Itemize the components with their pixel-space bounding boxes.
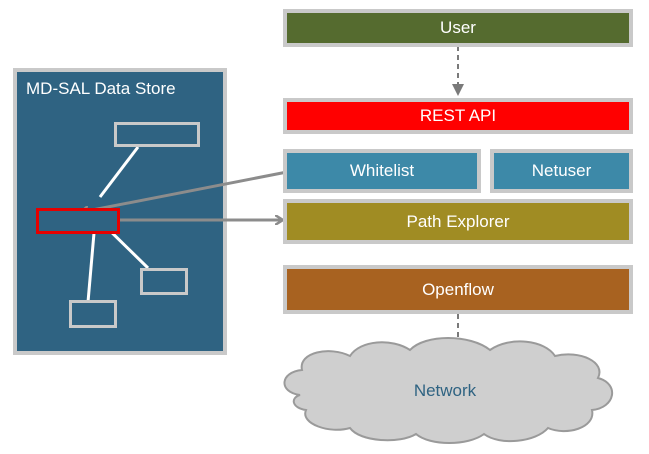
network-cloud [283, 337, 614, 444]
datastore-node-top [114, 122, 200, 147]
openflow-layer: Openflow [283, 265, 633, 314]
datastore-node-selected [36, 208, 120, 234]
user-layer-label: User [440, 18, 476, 37]
tree-edge-bottom [86, 232, 96, 303]
rest-api-layer: REST API [283, 98, 633, 134]
user-layer: User [283, 9, 633, 47]
datastore-node-bottom [69, 300, 117, 328]
network-label: Network [413, 381, 477, 400]
whitelist-layer: Whitelist [283, 149, 481, 193]
whitelist-to-datastore-arrow [82, 170, 288, 212]
path-explorer-layer-label: Path Explorer [406, 211, 510, 231]
openflow-layer-label: Openflow [422, 279, 494, 299]
datastore-node-right [140, 268, 188, 295]
path-explorer-layer: Path Explorer [283, 199, 633, 244]
rest-api-layer-label: REST API [419, 106, 497, 125]
whitelist-layer-label: Whitelist [349, 161, 415, 180]
data-store-title: MD-SAL Data Store [26, 79, 176, 98]
tree-edge-top [98, 146, 140, 198]
netuser-layer-label: Netuser [531, 161, 592, 180]
netuser-layer: Netuser [490, 149, 633, 193]
